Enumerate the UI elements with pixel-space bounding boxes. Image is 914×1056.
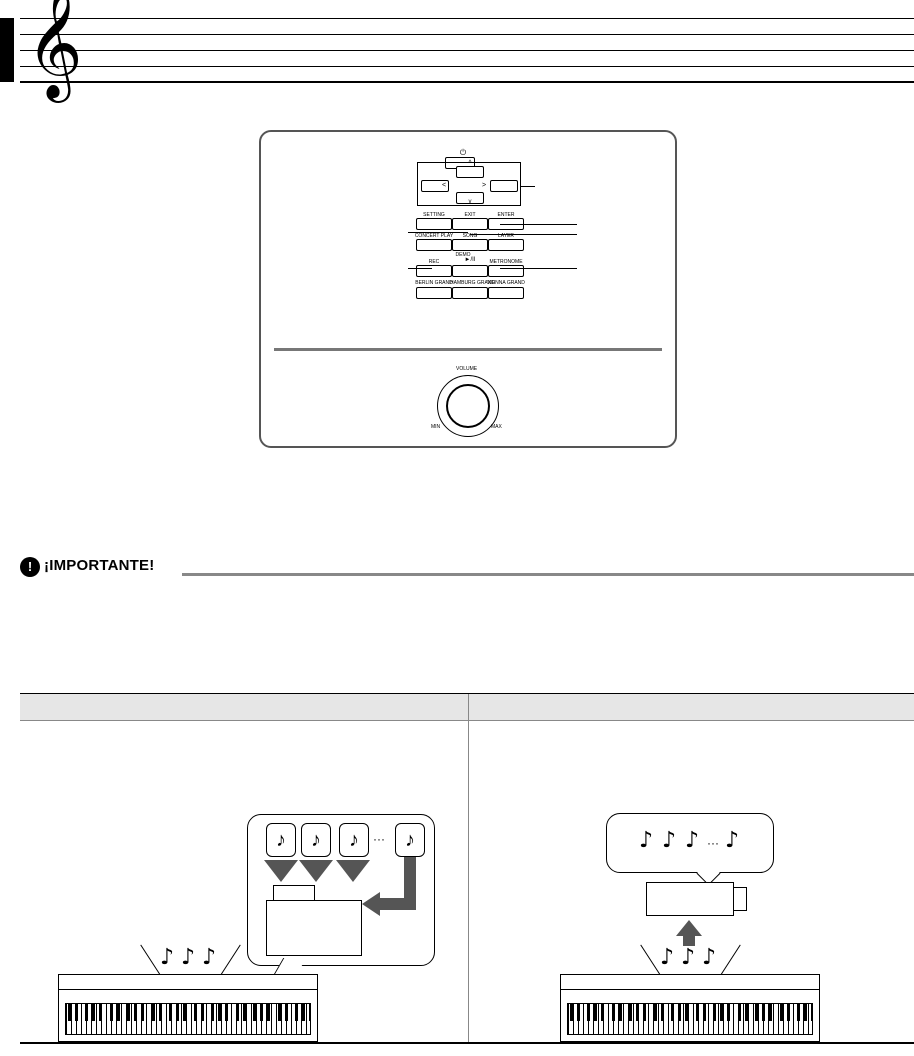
note-icon: ♪ [725,828,740,853]
digital-piano [560,974,820,1042]
staff-line [20,18,914,19]
enter-label: ENTER [497,212,515,218]
arrow-shaft [404,857,416,905]
song-label: SONG [462,233,478,239]
sound-line [720,944,741,976]
song-card: ♪ [339,823,369,857]
volume-max-label: MAX [491,424,502,430]
layer-label: LAYER [497,233,515,239]
song-card: ♪ [301,823,331,857]
important-heading: ¡IMPORTANTE! [44,557,155,574]
volume-min-label: MIN [431,424,441,430]
arrow-shaft [683,936,695,946]
arrow-down-icon [264,860,298,882]
left-button[interactable] [421,180,449,192]
right-arrow-icon: > [481,182,487,189]
down-button[interactable] [456,192,484,204]
down-arrow-icon: v [468,199,472,205]
staff-line [20,50,914,51]
sound-line [220,944,241,976]
table-bottom-rule [20,1042,914,1044]
note-icon: ♪ [681,945,696,970]
cursor-cluster-frame [417,162,521,206]
berlin-grand-label: BERLIN GRAND [415,280,453,286]
note-icon: ♪ [639,828,654,853]
usb-connector [733,887,747,911]
callout-line [500,224,577,225]
concert-play-label: CONCERT PLAY [414,233,454,239]
hamburg-grand-label: HAMBURG GRAND [450,280,496,286]
section-tab-marker [0,18,14,82]
play-stop-label: ►/II [464,257,476,263]
important-icon: ! [20,557,40,577]
power-icon: ⏻ [459,148,467,157]
staff-bottom-rule [20,81,914,83]
arrow-down-icon [336,860,370,882]
metronome-button[interactable] [488,265,524,277]
setting-label: SETTING [423,212,445,218]
volume-knob-ring [437,375,499,437]
play-stop-button[interactable] [452,265,488,277]
important-rule [182,573,914,576]
note-icon: ♪ [160,945,175,970]
sound-line [640,944,661,976]
folder-tab [273,885,315,901]
song-card: ♪ [266,823,296,857]
vienna-grand-label: VIENNA GRAND [487,280,525,286]
rec-button[interactable] [416,265,452,277]
staff-line [20,34,914,35]
note-icon: ♪ [685,828,700,853]
metronome-label: METRONOME [489,259,523,265]
layer-button[interactable] [488,239,524,251]
treble-clef-icon: 𝄞 [26,0,83,98]
table-header-row [20,694,914,720]
note-icon: ♪ [662,828,677,853]
callout-line [470,234,577,235]
table-column-divider [468,694,469,1042]
table-top-rule [20,693,914,694]
right-button[interactable] [490,180,518,192]
song-bubble [606,813,774,873]
rec-label: REC [428,259,440,265]
arrow-left-icon [362,892,380,916]
note-icon: ♪ [702,945,717,970]
exit-button[interactable] [452,218,488,230]
demo-label: DEMO [455,252,471,258]
berlin-grand-button[interactable] [416,287,452,299]
note-icon: ♪ [181,945,196,970]
staff-line [20,66,914,67]
sound-line [140,944,161,976]
panel-divider [274,348,662,351]
usb-flash-drive [646,882,734,916]
note-icon: ♪ [660,945,675,970]
callout-line [500,268,577,269]
hamburg-grand-button[interactable] [452,287,488,299]
setting-button[interactable] [416,218,452,230]
arrow-up-icon [676,920,702,936]
song-card: ♪ [395,823,425,857]
concert-play-button[interactable] [416,239,452,251]
song-button[interactable] [452,239,488,251]
arrow-down-icon [299,860,333,882]
volume-knob[interactable] [446,384,490,428]
callout-line [521,186,535,187]
up-arrow-icon: ^ [468,160,472,167]
ellipsis: ··· [373,832,385,846]
table-header-rule [20,720,914,721]
up-button[interactable] [456,166,484,178]
callout-line [408,232,468,233]
exit-label: EXIT [464,212,476,218]
note-icon: ♪ [202,945,217,970]
vienna-grand-button[interactable] [488,287,524,299]
left-arrow-icon: < [441,182,447,189]
volume-label: VOLUME [456,366,478,372]
arrow-shaft [376,898,416,910]
memory-folder [266,900,362,956]
ellipsis: ··· [707,836,719,850]
digital-piano [58,974,318,1042]
callout-line [408,268,432,269]
